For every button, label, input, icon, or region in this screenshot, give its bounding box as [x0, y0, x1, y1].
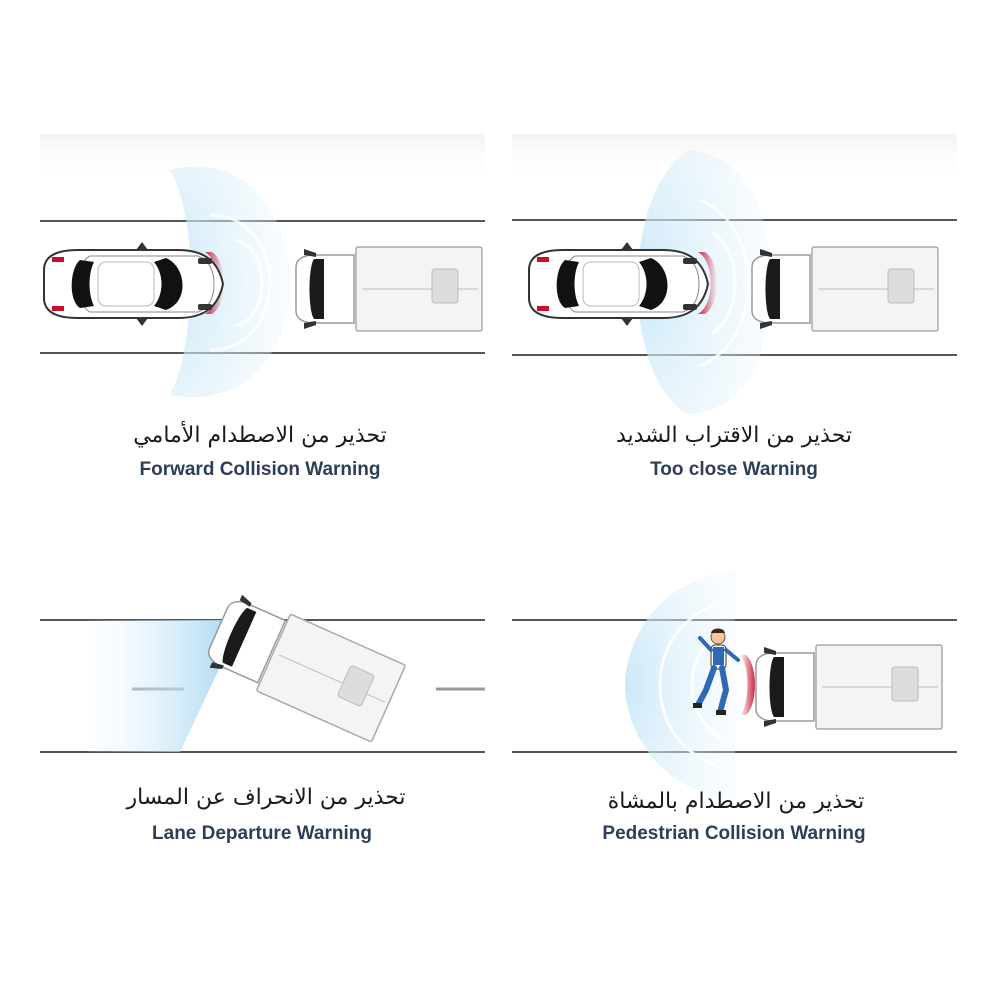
- truck-icon: [751, 246, 939, 332]
- pedestrian-icon: [693, 628, 740, 715]
- panel-too-close: [512, 134, 957, 415]
- radar-wave-icon: [88, 620, 228, 752]
- truck-icon: [200, 588, 407, 743]
- car-icon: [43, 241, 224, 327]
- caption-english: Pedestrian Collision Warning: [602, 823, 866, 844]
- caption-arabic: تحذير من الاصطدام بالمشاة: [607, 789, 865, 814]
- panel-lane-departure: [40, 588, 485, 753]
- alert-glow: [205, 252, 224, 314]
- car-icon: [528, 241, 709, 327]
- alert-glow: [698, 252, 717, 314]
- radar-wave-icon: [625, 570, 735, 800]
- panel-forward-collision: [40, 134, 485, 398]
- truck-icon: [295, 246, 483, 332]
- alert-glow: [740, 655, 755, 715]
- caption-arabic: تحذير من الاصطدام الأمامي: [133, 423, 387, 448]
- panel-pedestrian-collision: [512, 570, 957, 800]
- radar-wave-icon: [170, 166, 290, 398]
- caption-arabic: تحذير من الانحراف عن المسار: [126, 785, 406, 810]
- road-shade: [40, 134, 485, 184]
- truck-icon: [755, 644, 943, 730]
- caption-english: Lane Departure Warning: [152, 823, 372, 844]
- caption-arabic: تحذير من الاقتراب الشديد: [615, 423, 853, 448]
- caption-english: Too close Warning: [650, 459, 818, 480]
- caption-english: Forward Collision Warning: [139, 459, 381, 480]
